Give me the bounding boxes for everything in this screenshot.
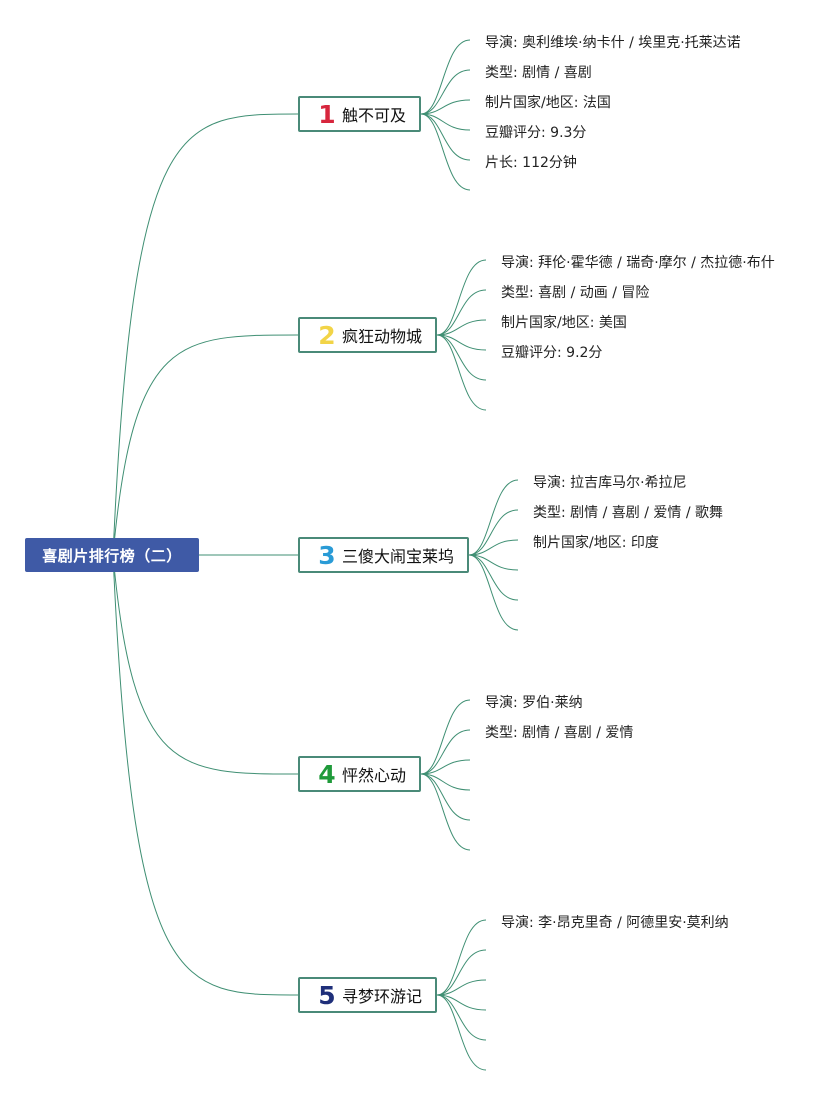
rank-4-icon: 4 — [318, 759, 336, 789]
detail-link-1-4 — [420, 113, 471, 131]
movie-2-director[interactable]: 导演: 拜伦·霍华德 / 瑞奇·摩尔 / 杰拉德·布什 — [501, 255, 775, 271]
detail-link-1-3 — [420, 99, 471, 115]
movie-1-director[interactable]: 导演: 奥利维埃·纳卡什 / 埃里克·托莱达诺 — [485, 35, 741, 51]
detail-link-3-5 — [468, 554, 519, 601]
root-link-4 — [112, 554, 299, 775]
detail-link-2-5 — [436, 334, 487, 381]
movie-1-duration[interactable]: 片长: 112分钟 — [485, 155, 577, 171]
detail-link-4-3 — [420, 759, 471, 775]
root-topic[interactable]: 喜剧片排行榜（二） — [25, 538, 199, 572]
movie-topic-1[interactable]: 1 触不可及 — [298, 96, 421, 132]
movie-1-country[interactable]: 制片国家/地区: 法国 — [485, 95, 611, 111]
detail-link-2-6 — [436, 334, 487, 411]
rank-2-icon: 2 — [318, 320, 336, 350]
movie-topic-5[interactable]: 5 寻梦环游记 — [298, 977, 437, 1013]
root-link-1 — [112, 113, 299, 556]
detail-link-4-1 — [420, 699, 471, 775]
movie-title: 寻梦环游记 — [342, 987, 423, 1006]
root-link-2 — [112, 334, 299, 556]
detail-link-5-1 — [436, 919, 487, 996]
detail-link-5-3 — [436, 979, 487, 996]
movie-3-country[interactable]: 制片国家/地区: 印度 — [533, 535, 659, 551]
rank-5-icon: 5 — [318, 980, 336, 1010]
detail-link-5-2 — [436, 949, 487, 996]
movie-topic-4[interactable]: 4 怦然心动 — [298, 756, 421, 792]
movie-2-country[interactable]: 制片国家/地区: 美国 — [501, 315, 627, 331]
movie-title: 三傻大闹宝莱坞 — [342, 547, 455, 566]
movie-3-genre[interactable]: 类型: 剧情 / 喜剧 / 爱情 / 歌舞 — [533, 505, 724, 521]
detail-link-4-5 — [420, 773, 471, 821]
movie-1-genre[interactable]: 类型: 剧情 / 喜剧 — [485, 65, 592, 81]
movie-1-rating[interactable]: 豆瓣评分: 9.3分 — [485, 125, 587, 141]
rank-3-icon: 3 — [318, 540, 336, 570]
movie-topic-3[interactable]: 3 三傻大闹宝莱坞 — [298, 537, 469, 573]
movie-2-genre[interactable]: 类型: 喜剧 / 动画 / 冒险 — [501, 285, 650, 301]
detail-link-1-2 — [420, 69, 471, 115]
detail-link-5-6 — [436, 994, 487, 1071]
root-topic-label: 喜剧片排行榜（二） — [42, 546, 182, 565]
movie-4-director[interactable]: 导演: 罗伯·莱纳 — [485, 695, 583, 711]
movie-5-director[interactable]: 导演: 李·昂克里奇 / 阿德里安·莫利纳 — [501, 915, 729, 931]
movie-2-rating[interactable]: 豆瓣评分: 9.2分 — [501, 345, 603, 361]
rank-1-icon: 1 — [318, 99, 336, 129]
detail-link-4-4 — [420, 773, 471, 791]
detail-link-3-2 — [468, 509, 519, 556]
detail-link-3-6 — [468, 554, 519, 631]
detail-link-2-3 — [436, 319, 487, 336]
movie-title: 触不可及 — [342, 106, 407, 125]
movie-topic-2[interactable]: 2 疯狂动物城 — [298, 317, 437, 353]
detail-link-2-1 — [436, 259, 487, 336]
detail-link-3-3 — [468, 539, 519, 556]
movie-4-genre[interactable]: 类型: 剧情 / 喜剧 / 爱情 — [485, 725, 634, 741]
detail-link-4-2 — [420, 729, 471, 775]
root-link-5 — [112, 554, 299, 996]
detail-link-1-6 — [420, 113, 471, 191]
movie-title: 疯狂动物城 — [342, 327, 423, 346]
detail-link-5-5 — [436, 994, 487, 1041]
detail-link-2-2 — [436, 289, 487, 336]
movie-3-director[interactable]: 导演: 拉吉库马尔·希拉尼 — [533, 475, 687, 491]
detail-link-4-6 — [420, 773, 471, 851]
detail-link-1-5 — [420, 113, 471, 161]
movie-title: 怦然心动 — [342, 766, 407, 785]
detail-link-3-1 — [468, 479, 519, 556]
detail-link-1-1 — [420, 39, 471, 115]
